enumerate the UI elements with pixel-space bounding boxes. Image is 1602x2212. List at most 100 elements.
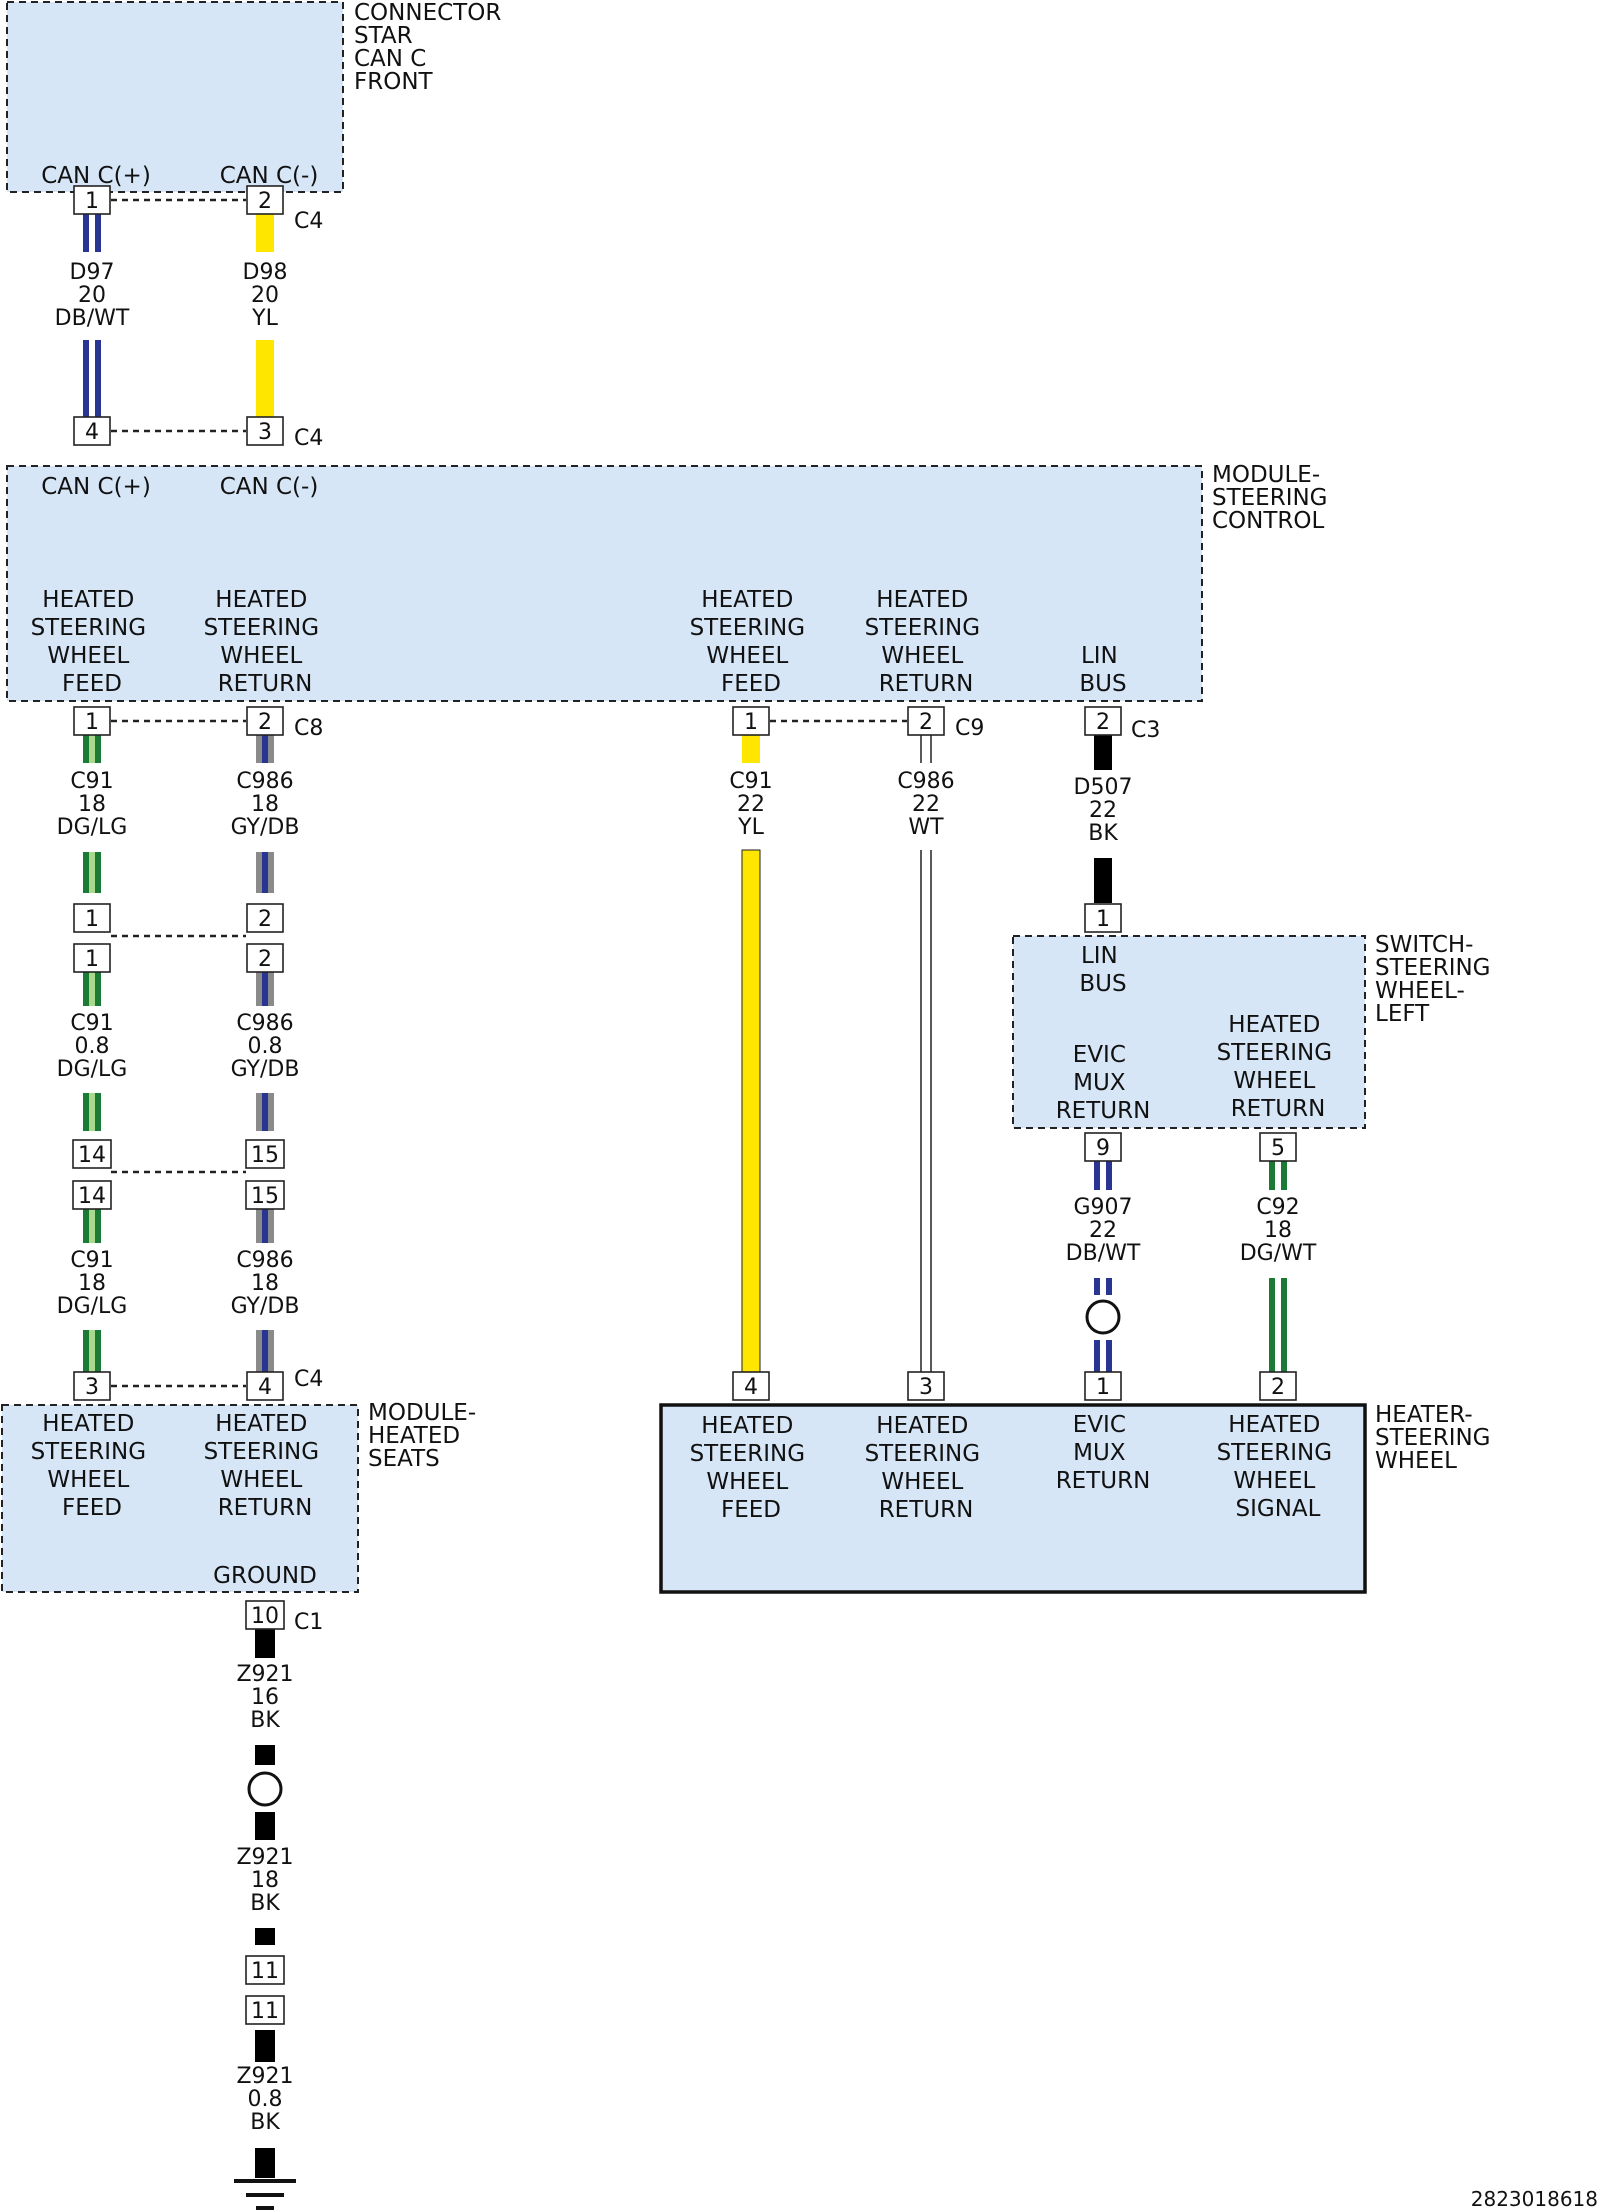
wire-c91[interactable] (83, 1209, 101, 1243)
connector-pin[interactable]: 1 (73, 943, 111, 973)
wire-c986-wt[interactable] (920, 850, 932, 1372)
pin-number: 15 (251, 1184, 279, 1209)
wire-z921[interactable] (255, 1928, 275, 1945)
connector-star-name: CONNECTOR STAR CAN C FRONT (354, 0, 509, 95)
wire-g907[interactable] (1094, 1161, 1112, 1190)
connector-pin[interactable]: 1 (1084, 1371, 1122, 1401)
wire-d98[interactable] (256, 214, 274, 252)
wire-z921[interactable] (255, 1745, 275, 1765)
wires-layer (83, 214, 1287, 2178)
connector-pin[interactable]: 4 (246, 1371, 284, 1401)
wire-c986[interactable] (256, 1093, 274, 1131)
heater-function-label: HEATED STEERING WHEEL FEED (690, 1413, 813, 1523)
wire-c986[interactable] (256, 1209, 274, 1243)
wire-c986-wt[interactable] (920, 735, 932, 763)
connector-pin[interactable]: 5 (1259, 1132, 1297, 1162)
pin-number: 1 (744, 710, 758, 735)
connector-pin[interactable]: 1 (73, 706, 111, 736)
pin-number: 3 (919, 1375, 933, 1400)
pin-number: 2 (258, 189, 272, 214)
module-steering-function-label: HEATED STEERING WHEEL FEED (690, 587, 813, 697)
wire-c92[interactable] (1269, 1161, 1287, 1190)
connector-pin[interactable]: 14 (72, 1139, 112, 1169)
connector-label: C3 (1131, 718, 1160, 743)
wire-c986[interactable] (256, 852, 274, 893)
connector-pin[interactable]: 2 (246, 903, 284, 933)
pin-number: 9 (1096, 1136, 1110, 1161)
wire-c91[interactable] (83, 1330, 101, 1372)
connector-pin[interactable]: 2 (1084, 706, 1122, 736)
heater-function-label: HEATED STEERING WHEEL RETURN (865, 1413, 988, 1523)
switch-left-function-label: LIN BUS (1079, 943, 1126, 997)
connector-pin[interactable]: 1 (1084, 903, 1122, 933)
wire-z921[interactable] (255, 2030, 275, 2062)
connector-label: C4 (294, 209, 323, 234)
wire-d97[interactable] (83, 340, 101, 417)
module-heated-seats-name: MODULE- HEATED SEATS (368, 1400, 483, 1472)
connector-label: C4 (294, 1367, 323, 1392)
wire-z921[interactable] (255, 1812, 275, 1840)
wire-c91-yl[interactable] (742, 850, 760, 1372)
pin-number: 15 (251, 1143, 279, 1168)
connector-pin[interactable]: 9 (1084, 1132, 1122, 1162)
wire-c986[interactable] (256, 1330, 274, 1372)
wire-z921[interactable] (255, 2148, 275, 2178)
connector-pin[interactable]: 1 (732, 706, 770, 736)
connector-pin[interactable]: 10 (245, 1600, 285, 1630)
module-steering-pin-label: CAN C(+) (41, 474, 151, 500)
connector-pin[interactable]: 15 (245, 1139, 285, 1169)
module-heated-seats-box (1, 1404, 359, 1593)
wire-c986[interactable] (256, 735, 274, 763)
wire-d507[interactable] (1094, 735, 1112, 770)
connector-pin[interactable]: 3 (73, 1371, 111, 1401)
wire-g907[interactable] (1094, 1278, 1112, 1295)
connector-pin[interactable]: 2 (246, 706, 284, 736)
pin-number: 3 (258, 420, 272, 445)
connector-pin[interactable]: 3 (907, 1371, 945, 1401)
pin-number: 11 (251, 1999, 279, 2024)
wire-c91[interactable] (83, 735, 101, 763)
connector-pin[interactable]: 1 (73, 185, 111, 215)
connector-pin[interactable]: 4 (732, 1371, 770, 1401)
wire-c986[interactable] (256, 972, 274, 1006)
connector-dash-layer (111, 198, 907, 1388)
connector-pin[interactable]: 14 (72, 1180, 112, 1210)
wire-d98[interactable] (256, 340, 274, 417)
module-steering-function-label: HEATED STEERING WHEEL RETURN (865, 587, 988, 697)
connector-pin[interactable]: 2 (1259, 1371, 1297, 1401)
wire-g907[interactable] (1094, 1340, 1112, 1372)
connector-pin[interactable]: 11 (245, 1955, 285, 1985)
connector-pin[interactable]: 11 (245, 1995, 285, 2025)
heater-steering-wheel-box[interactable] (659, 1403, 1367, 1594)
wire-d507[interactable] (1094, 858, 1112, 903)
wire-d97[interactable] (83, 214, 101, 252)
connector-label: C1 (294, 1610, 323, 1635)
connector-pin[interactable]: 4 (73, 416, 111, 446)
connector-pin[interactable]: 1 (73, 903, 111, 933)
pin-number: 14 (78, 1143, 106, 1168)
wire-z921[interactable] (255, 1629, 275, 1658)
splice-point[interactable] (1085, 1299, 1121, 1335)
wire-c91[interactable] (83, 972, 101, 1006)
wire-c91[interactable] (83, 1093, 101, 1131)
pin-number: 3 (85, 1375, 99, 1400)
connector-pin[interactable]: 2 (246, 185, 284, 215)
wire-c92[interactable] (1269, 1278, 1287, 1372)
wire-c91-yl[interactable] (742, 735, 760, 763)
switch-left-function-label: HEATED STEERING WHEEL RETURN (1217, 1012, 1340, 1122)
connector-pin[interactable]: 3 (246, 416, 284, 446)
splice-point[interactable] (247, 1771, 283, 1807)
connector-pin[interactable]: 2 (907, 706, 945, 736)
module-seats-function-label: HEATED STEERING WHEEL RETURN (204, 1411, 327, 1521)
connector-pin[interactable]: 2 (246, 943, 284, 973)
heater-steering-wheel-name: HEATER- STEERING WHEEL (1375, 1402, 1498, 1474)
module-steering-function-label: HEATED STEERING WHEEL RETURN (204, 587, 327, 697)
connector-pin[interactable]: 15 (245, 1180, 285, 1210)
wire-c91[interactable] (83, 852, 101, 893)
